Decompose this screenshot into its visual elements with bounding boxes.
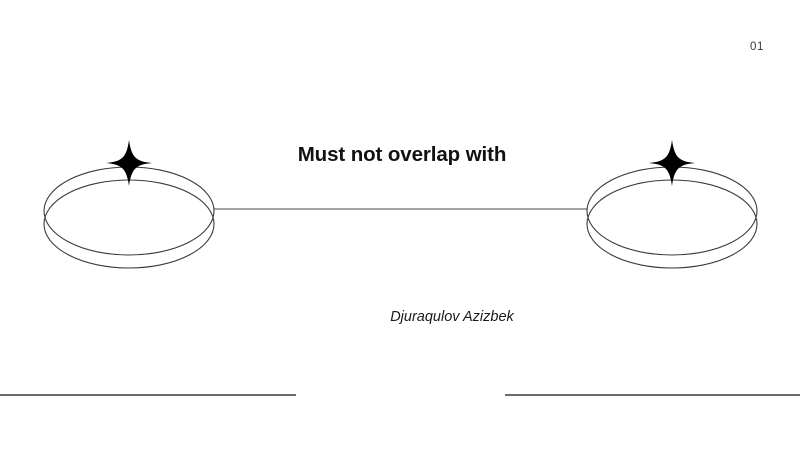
page-number: 01 (750, 41, 764, 53)
author-subtitle: Djuraqulov Azizbek (390, 309, 514, 325)
left-ring-node[interactable] (43, 140, 215, 269)
right-ring-node[interactable] (586, 140, 758, 269)
right-sparkle-icon (649, 140, 695, 186)
left-sparkle-icon (106, 140, 152, 186)
slide-title: Must not overlap with (297, 143, 507, 166)
